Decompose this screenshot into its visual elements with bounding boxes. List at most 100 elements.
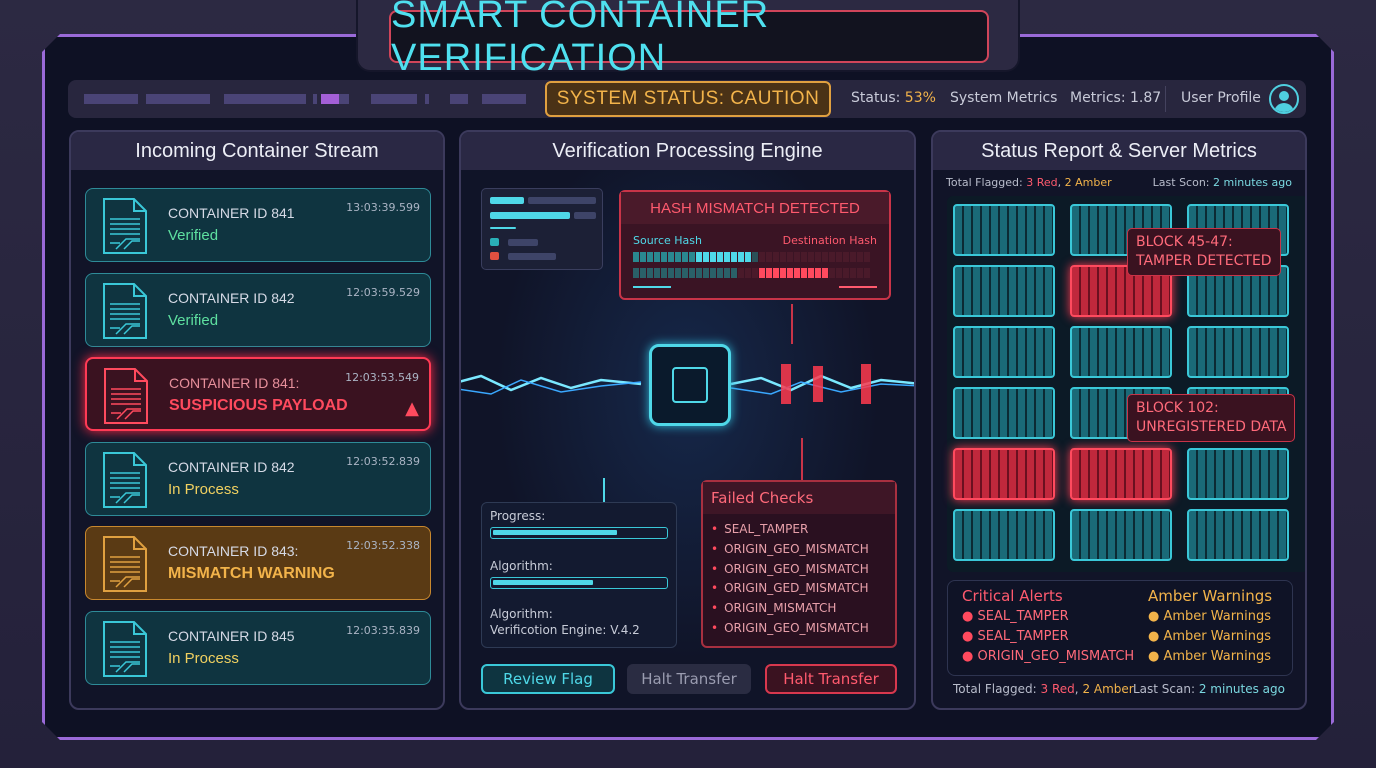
source-hash-bar — [633, 252, 870, 262]
user-profile-link[interactable]: User Profile — [1181, 90, 1261, 106]
container-card[interactable]: CONTAINER ID 842 Verified 12:03:59.529 — [85, 272, 431, 347]
incoming-stream-panel: Incoming Container Stream CONTAINER ID 8… — [69, 130, 445, 710]
container-timestamp: 12:03:59.529 — [346, 285, 420, 299]
container-id: CONTAINER ID 841 — [168, 205, 295, 221]
failed-check-item: ORIGIN_GEO_MISMATCH — [711, 619, 887, 639]
total-flagged-top: Total Flagged: 3 Red, 2 Amber — [946, 176, 1112, 189]
container-id: CONTAINER ID 842 — [168, 458, 295, 475]
connector-line — [801, 438, 803, 480]
system-status-badge: SYSTEM STATUS: CAUTION — [545, 81, 831, 117]
server-rack[interactable] — [953, 204, 1055, 256]
server-rack[interactable] — [1070, 509, 1172, 561]
server-rack[interactable] — [1070, 326, 1172, 378]
bar-segment — [450, 94, 468, 104]
container-timestamp: 12:03:52.839 — [346, 454, 420, 468]
container-status: Verified — [168, 311, 219, 329]
bar-segment — [84, 94, 138, 104]
document-circuit-icon — [103, 282, 147, 339]
source-arrow-icon — [633, 286, 671, 288]
progress-widget: Progress: Algorithm: Algorithm: Verifico… — [481, 502, 677, 648]
container-timestamp: 12:03:52.338 — [346, 539, 420, 552]
container-card[interactable]: CONTAINER ID 842 In Process 12:03:52.839 — [85, 441, 431, 516]
algorithm-bar — [490, 577, 668, 589]
amber-warning-item: ● Amber Warnings — [1148, 649, 1271, 664]
server-rack[interactable] — [1187, 509, 1289, 561]
panel-title: Incoming Container Stream — [71, 132, 443, 170]
destination-hash-bar — [633, 268, 870, 278]
total-flagged-bottom: Total Flagged: 3 Red, 2 Amber — [953, 682, 1134, 696]
connector-line — [603, 478, 605, 502]
container-card[interactable]: CONTAINER ID 841 Verified 13:03:39.599 — [85, 188, 431, 262]
failed-check-item: ORIGIN_GED_MISMATCH — [711, 579, 887, 599]
container-id: CONTAINER ID 845 — [168, 627, 295, 644]
server-rack[interactable] — [1187, 326, 1289, 378]
failed-checks-title: Failed Checks — [703, 482, 895, 514]
tamper-callout: BLOCK 45-47:TAMPER DETECTED — [1127, 228, 1281, 276]
container-status: In Process — [168, 649, 239, 667]
unregistered-callout: BLOCK 102:UNREGISTERED DATA — [1127, 394, 1296, 442]
last-scan-bottom: Last Scan: 2 minutes ago — [1132, 682, 1285, 696]
halt-transfer-button-disabled[interactable]: Halt Transfer — [627, 664, 751, 694]
container-status: In Process — [168, 480, 239, 498]
panel-title: Status Report & Server Metrics — [933, 132, 1305, 170]
server-rack[interactable] — [953, 448, 1055, 500]
amber-warning-item: ● Amber Warnings — [1148, 609, 1271, 624]
failed-check-item: ORIGIN_GEO_MISMATCH — [711, 560, 887, 580]
container-card[interactable]: CONTAINER ID 841: SUSPICIOUS PAYLOAD 12:… — [85, 357, 431, 431]
halt-transfer-button[interactable]: Halt Transfer — [765, 664, 897, 694]
document-circuit-icon — [103, 536, 147, 592]
verification-engine-panel: Verification Processing Engine HASH MISM… — [459, 130, 916, 710]
page-title-box: SMART CONTAINER VERIFICATION — [389, 0, 989, 79]
progress-label: Progress: — [490, 509, 546, 523]
document-circuit-icon — [104, 368, 148, 424]
server-rack[interactable] — [953, 265, 1055, 317]
server-rack[interactable] — [1187, 448, 1289, 500]
page-title: SMART CONTAINER VERIFICATION — [391, 0, 770, 79]
bar-segment — [425, 94, 429, 104]
destination-hash-label: Destination Hash — [782, 234, 877, 247]
system-status-text: SYSTEM STATUS: CAUTION — [556, 88, 820, 109]
status-label: Status: — [851, 90, 901, 106]
failed-check-item: ORIGIN_MISMATCH — [711, 599, 887, 619]
system-metrics-link[interactable]: System Metrics — [950, 90, 1058, 106]
bar-segment — [146, 94, 210, 104]
container-id: CONTAINER ID 841: — [169, 375, 300, 391]
document-circuit-icon — [103, 198, 147, 254]
source-hash-label: Source Hash — [633, 234, 702, 247]
user-avatar-icon[interactable] — [1269, 84, 1299, 114]
destination-arrow-icon — [839, 286, 877, 288]
bar-segment — [482, 94, 526, 104]
container-id: CONTAINER ID 842 — [168, 289, 295, 306]
connector-line — [791, 304, 793, 344]
review-flag-button[interactable]: Review Flag — [481, 664, 615, 694]
container-status: SUSPICIOUS PAYLOAD — [169, 397, 348, 414]
container-timestamp: 12:03:53.549 — [345, 371, 419, 384]
last-scan-top: Last Scon: 2 minutes ago — [1152, 176, 1292, 189]
server-rack[interactable] — [953, 326, 1055, 378]
status-value: 53% — [904, 90, 936, 106]
alerts-summary: Critical Alerts● SEAL_TAMPER● SEAL_TAMPE… — [947, 580, 1293, 676]
algorithm-label: Algorithm: — [490, 559, 553, 573]
failed-checks-panel: Failed Checks SEAL_TAMPERORIGIN_GEO_MISM… — [701, 480, 897, 648]
server-rack[interactable] — [1070, 448, 1172, 500]
failed-check-item: ORIGIN_GEO_MISMATCH — [711, 540, 887, 560]
status-metric: Status: 53% — [851, 90, 936, 106]
amber-warnings-title: Amber Warnings — [1148, 587, 1273, 605]
container-card[interactable]: CONTAINER ID 843: MISMATCH WARNING 12:03… — [85, 526, 431, 600]
engine-version: Verificotion Engine: V.4.2 — [490, 623, 640, 637]
server-rack[interactable] — [953, 387, 1055, 439]
container-status: Verified — [168, 227, 219, 244]
critical-alert-item: ● ORIGIN_GEO_MISMATCH — [962, 649, 1135, 664]
hash-mismatch-panel: HASH MISMATCH DETECTED Source Hash Desti… — [619, 190, 891, 300]
bar-segment — [224, 94, 306, 104]
container-card[interactable]: CONTAINER ID 845 In Process 12:03:35.839 — [85, 610, 431, 685]
server-rack[interactable] — [953, 509, 1055, 561]
container-status: MISMATCH WARNING — [168, 565, 335, 582]
metrics-value: Metrics: 1.87 — [1070, 90, 1162, 106]
status-report-panel: Status Report & Server Metrics Total Fla… — [931, 130, 1307, 710]
failed-check-item: SEAL_TAMPER — [711, 520, 887, 540]
document-circuit-icon — [103, 620, 147, 677]
panel-title: Verification Processing Engine — [461, 132, 914, 170]
processor-chip-icon — [649, 344, 731, 426]
algorithm-label-2: Algorithm: — [490, 607, 553, 621]
